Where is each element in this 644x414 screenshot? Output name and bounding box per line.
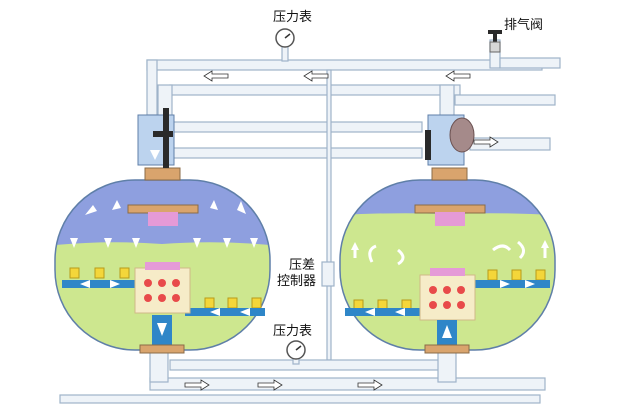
dp-controller-box [321,261,335,287]
dp-line [326,69,332,361]
left-lateral-upper [62,280,142,288]
left-lateral-lower [185,308,265,316]
right-top-pipe [454,94,556,106]
flow-arrows [184,70,499,391]
pipe-network [59,39,561,404]
left-collector [134,267,191,314]
left-diffuser-arrows [85,200,246,215]
lateral-flow-arrows [80,280,535,316]
right-backwash-arrows [353,240,547,266]
pressure-gauge-bottom-icon [286,340,306,360]
bottom-header-pipe [149,377,546,391]
left-inlet-valve [137,108,175,168]
right-lateral-upper [475,280,550,288]
vent-pipe-horizontal [499,57,561,69]
label-vent-valve: 排气阀 [504,18,544,33]
label-dp-controller-line2: 控制器 [277,274,317,289]
right-bottom-inlet [437,351,457,383]
left-outer-pipe [146,59,158,116]
right-filter-tank [339,167,556,354]
middle-pipe-upper [171,121,423,133]
label-dp-controller-line1: 压差 [289,258,316,273]
left-filter-tank [54,167,271,354]
vent-valve-icon [488,30,502,53]
middle-pipe-lower [171,147,423,159]
top-header-pipe [146,59,543,71]
left-nozzles [69,267,262,309]
upper-header-pipe [169,84,461,96]
pressure-gauge-icon [275,28,295,48]
left-down-arrows [70,238,258,248]
right-backwash-valve [425,114,475,166]
bottom-lower-pipe [59,394,541,404]
right-collector [419,274,476,321]
right-lateral-lower [345,308,425,316]
label-pressure-gauge-top: 压力表 [273,10,313,25]
bottom-gauge-pipe [169,359,451,371]
label-pressure-gauge-bottom: 压力表 [273,324,313,339]
left-bottom-outlet [149,351,169,383]
